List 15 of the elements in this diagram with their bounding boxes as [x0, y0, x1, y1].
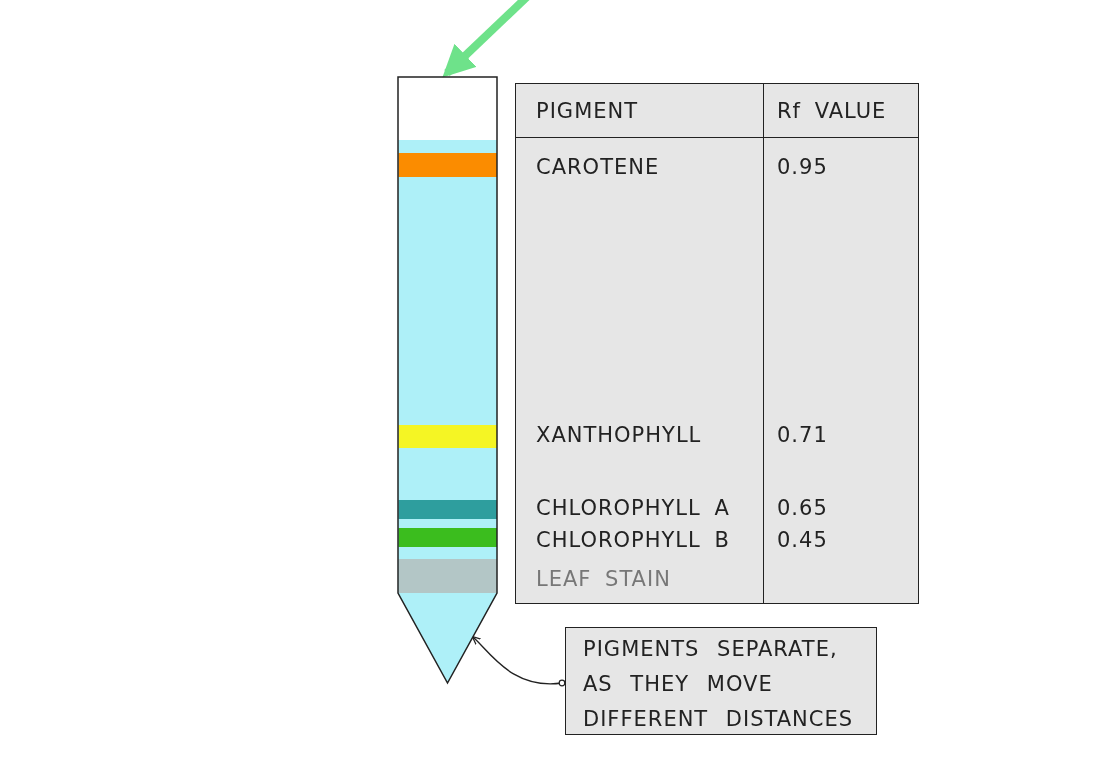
column-header: PIGMENT	[536, 98, 639, 124]
callout-box	[565, 627, 877, 735]
callout-text: PIGMENTS SEPARATE, AS THEY MOVE DIFFERENT DISTANCES	[583, 636, 855, 733]
table-cell: LEAF STAIN	[536, 566, 671, 592]
table-cell: CHLOROPHYLL A	[536, 495, 730, 521]
table-cell: 0.71	[777, 422, 828, 448]
table-cell: XANTHOPHYLL	[536, 422, 702, 448]
leader-line	[471, 635, 566, 687]
table-cell: 0.65	[777, 495, 828, 521]
table-cell: CAROTENE	[536, 154, 660, 180]
table-cell: CHLOROPHYLL B	[536, 527, 730, 553]
table-cell: 0.95	[777, 154, 828, 180]
chromatography-strip-drawing	[397, 76, 498, 684]
table-cell: 0.45	[777, 527, 828, 553]
column-header: Rf VALUE	[777, 98, 887, 124]
